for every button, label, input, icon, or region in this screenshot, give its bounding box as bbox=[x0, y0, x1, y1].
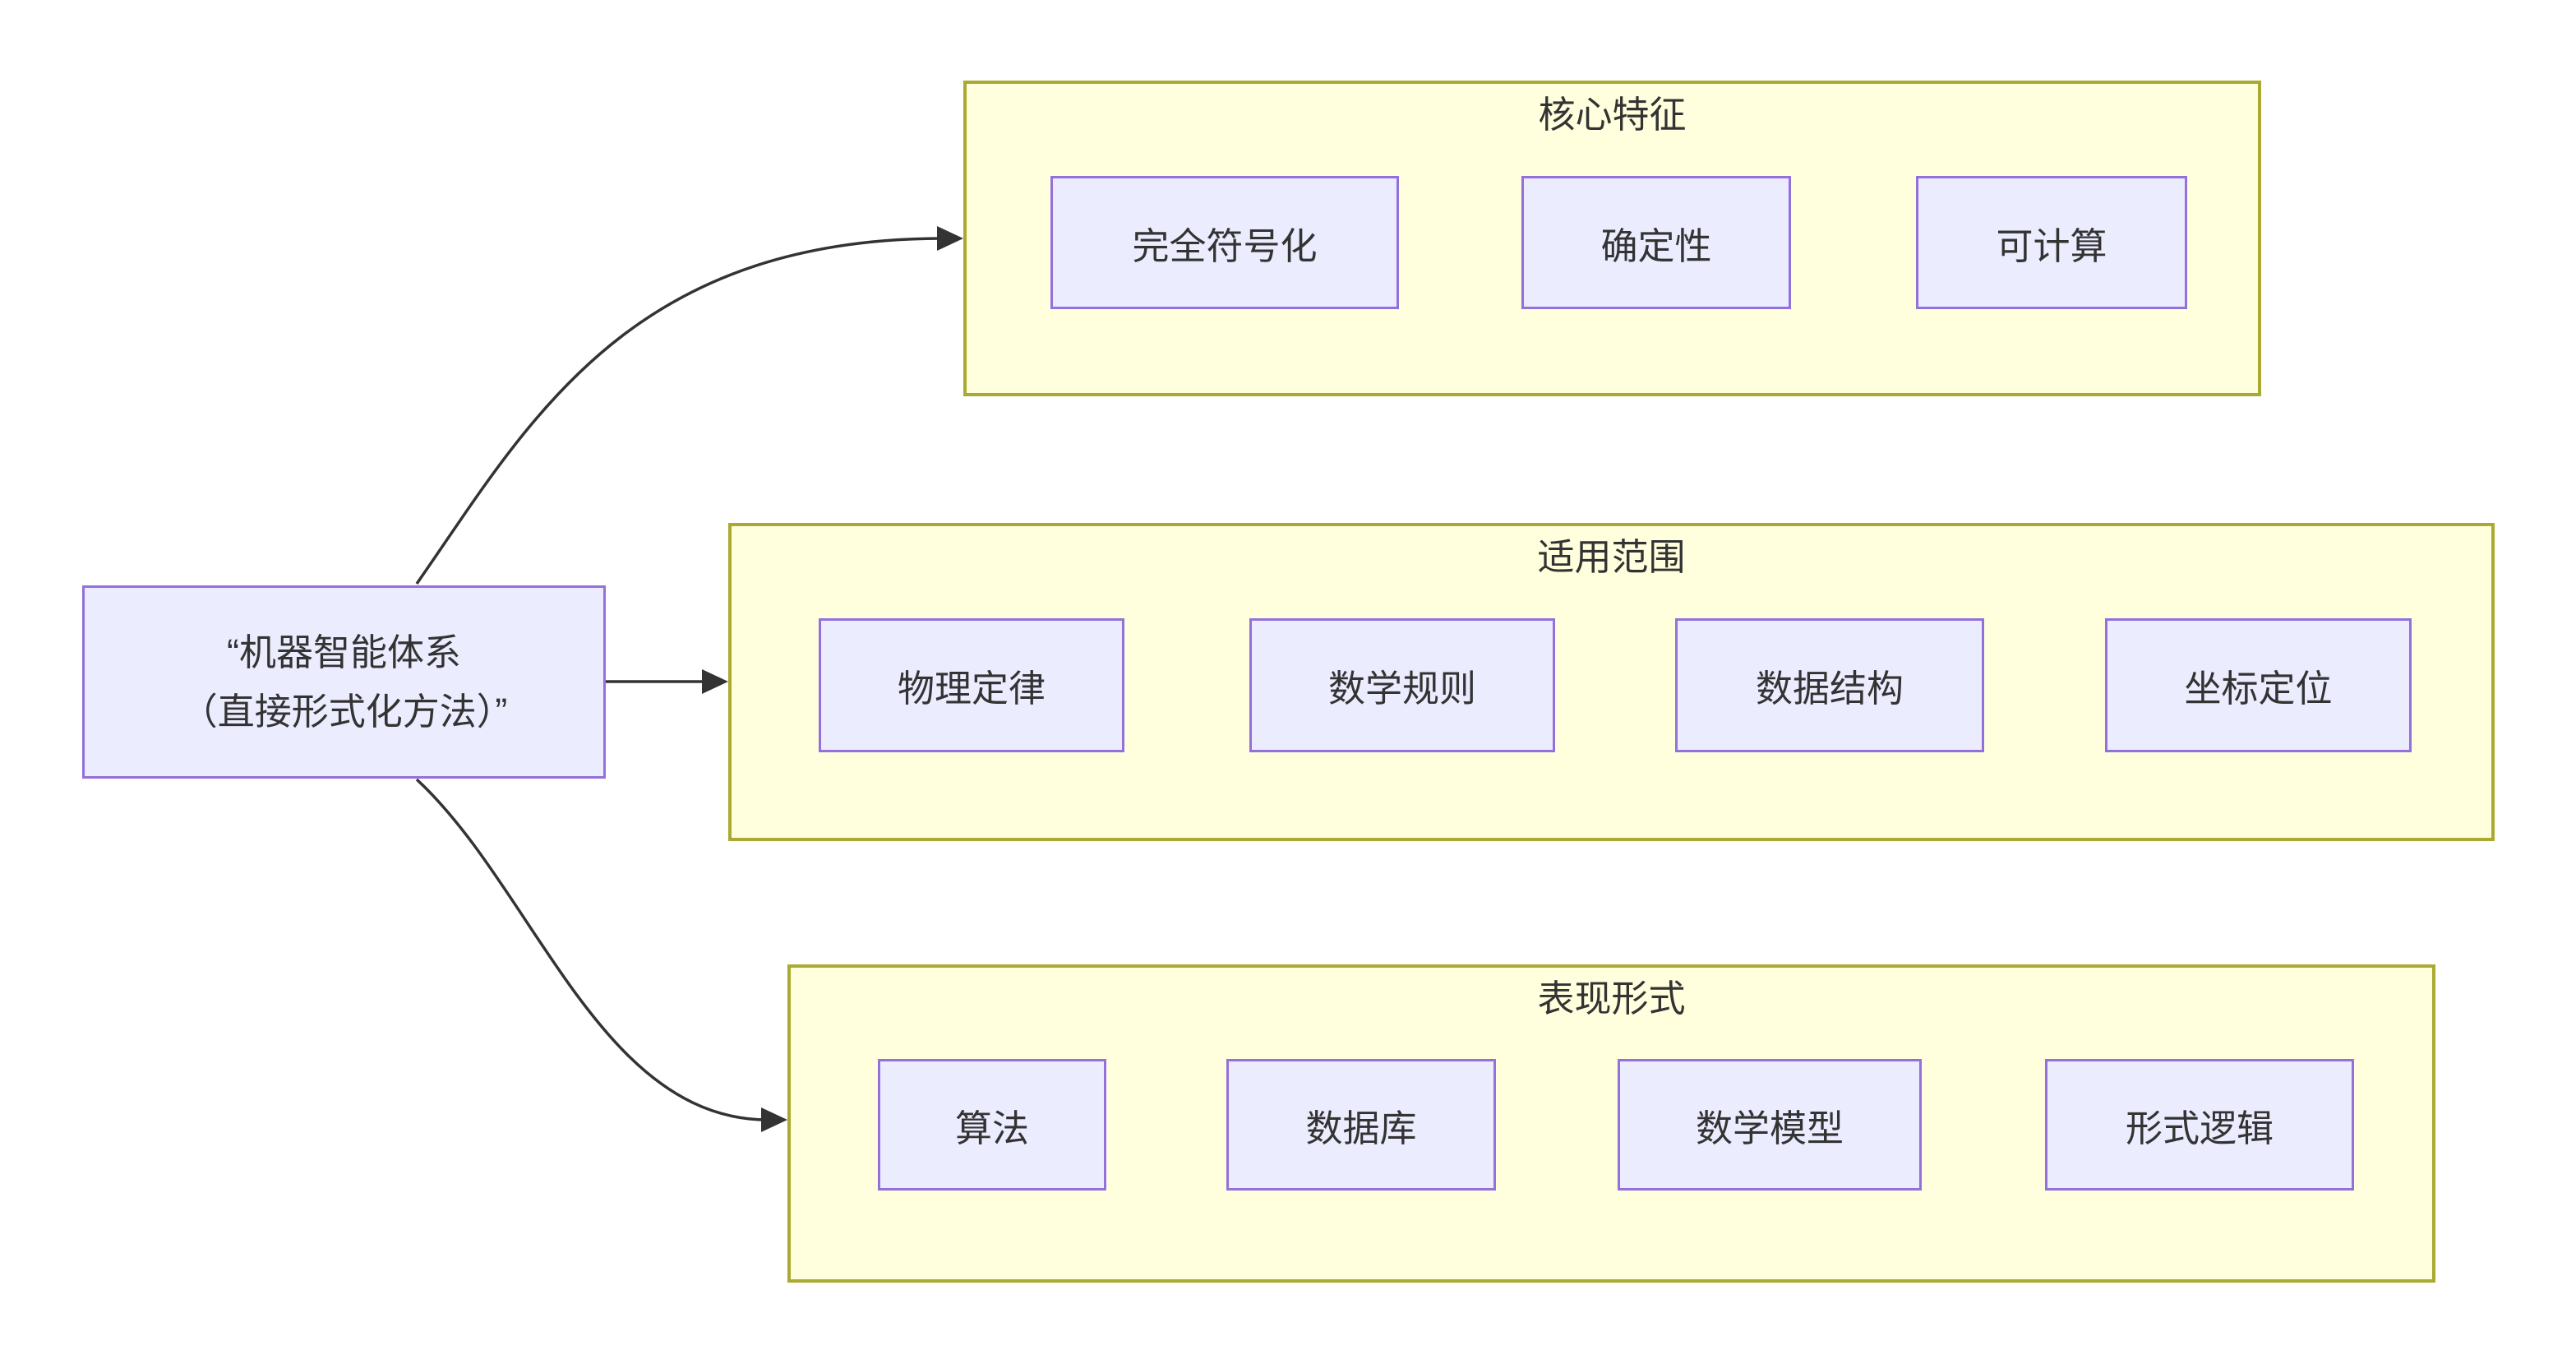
node-math-rules: 数学规则 bbox=[1249, 618, 1555, 752]
group-core-features: 核心特征 完全符号化 确定性 可计算 bbox=[963, 81, 2261, 396]
node-coordinate-positioning: 坐标定位 bbox=[2105, 618, 2412, 752]
arrowhead-core-features bbox=[937, 226, 963, 251]
group-scope: 适用范围 物理定律 数学规则 数据结构 坐标定位 bbox=[728, 523, 2495, 841]
node-data-structures: 数据结构 bbox=[1675, 618, 1984, 752]
node-root: “机器智能体系 （直接形式化方法）” bbox=[82, 585, 606, 779]
node-label: 数学模型 bbox=[1695, 1107, 1844, 1149]
arrowhead-scope bbox=[702, 669, 728, 694]
node-formal-logic: 形式逻辑 bbox=[2045, 1059, 2354, 1191]
node-label: 数据库 bbox=[1305, 1107, 1417, 1149]
node-algorithms: 算法 bbox=[878, 1059, 1106, 1191]
node-label: 数据结构 bbox=[1755, 668, 1904, 710]
node-fully-symbolic: 完全符号化 bbox=[1050, 176, 1399, 309]
node-label: 完全符号化 bbox=[1132, 224, 1318, 267]
group-title: 适用范围 bbox=[1537, 536, 1686, 578]
node-computable: 可计算 bbox=[1916, 176, 2187, 309]
node-label: 数学规则 bbox=[1327, 668, 1476, 710]
node-label: 算法 bbox=[954, 1107, 1029, 1149]
node-deterministic: 确定性 bbox=[1521, 176, 1791, 309]
arrowhead-forms bbox=[761, 1107, 787, 1132]
group-title: 核心特征 bbox=[1538, 94, 1687, 136]
node-label: 确定性 bbox=[1600, 224, 1712, 267]
node-label: 坐标定位 bbox=[2184, 668, 2333, 710]
node-physical-laws: 物理定律 bbox=[819, 618, 1124, 752]
node-label: 形式逻辑 bbox=[2125, 1107, 2274, 1149]
edge-root-to-forms bbox=[415, 778, 769, 1121]
node-math-models: 数学模型 bbox=[1618, 1059, 1922, 1191]
node-databases: 数据库 bbox=[1226, 1059, 1496, 1191]
node-root-label: “机器智能体系 （直接形式化方法）” bbox=[180, 631, 508, 733]
node-label: 可计算 bbox=[1996, 224, 2107, 267]
group-title: 表现形式 bbox=[1537, 978, 1686, 1020]
node-label: 物理定律 bbox=[897, 668, 1046, 710]
group-forms: 表现形式 算法 数据库 数学模型 形式逻辑 bbox=[787, 964, 2435, 1283]
